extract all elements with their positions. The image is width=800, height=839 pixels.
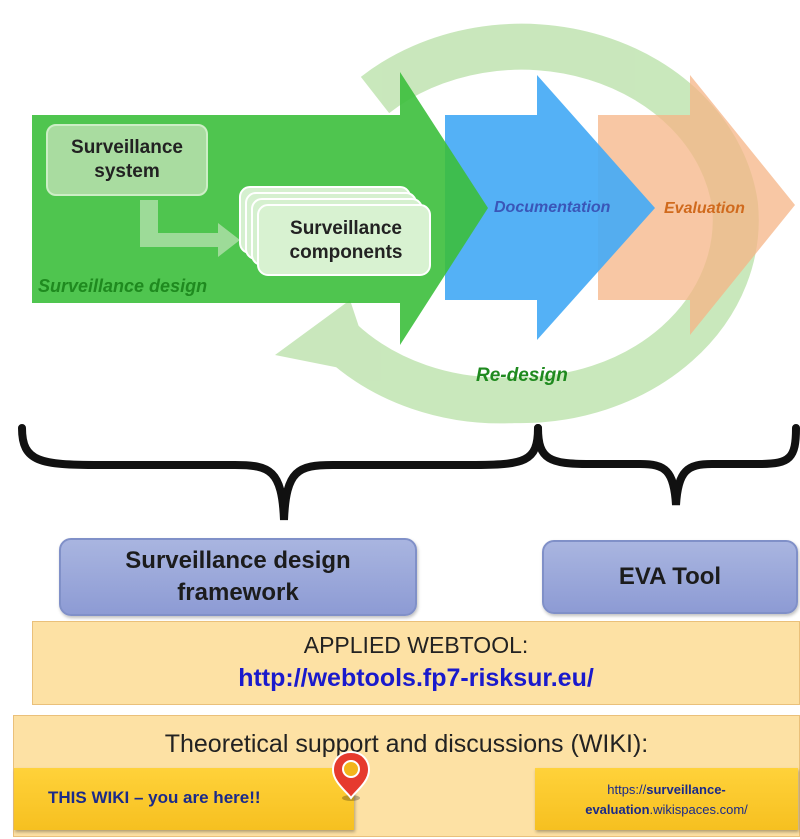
redesign-label: Re-design xyxy=(476,365,568,386)
surveillance-system-label: Surveillance system xyxy=(71,137,183,182)
webtool-title: APPLIED WEBTOOL: xyxy=(303,632,529,658)
location-pin-icon xyxy=(331,750,371,801)
documentation-arrow xyxy=(445,75,655,340)
evaluation-label: Evaluation xyxy=(664,200,745,217)
eva-tool-box: EVA Tool xyxy=(542,540,798,614)
components-stack xyxy=(239,186,431,276)
surveillance-system-box: Surveillance system xyxy=(46,124,208,196)
framework-label: Surveillance design framework xyxy=(125,546,351,606)
wiki-title: Theoretical support and discussions (WIK… xyxy=(164,730,649,758)
curly-braces xyxy=(18,424,800,521)
left-brace xyxy=(18,424,542,521)
eva-tool-label: EVA Tool xyxy=(618,562,722,590)
surveillance-components-box: Surveillance components xyxy=(262,208,430,274)
documentation-label: Documentation xyxy=(494,199,611,216)
wiki-url-suffix: .wikispaces.com/ xyxy=(649,801,748,817)
wiki-url-link[interactable]: https://surveillance- evaluation.wikispa… xyxy=(535,780,798,819)
wiki-url-bold-1: surveillance- xyxy=(646,782,726,797)
wiki-url-bold-2: evaluation xyxy=(585,801,650,817)
wiki-url-prefix: https:// xyxy=(607,782,647,797)
wiki-url-tab[interactable]: https://surveillance- evaluation.wikispa… xyxy=(535,768,798,830)
surveillance-components-label: Surveillance components xyxy=(289,218,403,263)
framework-box: Surveillance design framework xyxy=(59,538,417,616)
webtool-box: APPLIED WEBTOOL: http://webtools.fp7-ris… xyxy=(32,621,800,705)
evaluation-arrow xyxy=(598,75,795,335)
connector-arrow xyxy=(140,200,240,257)
surveillance-design-label: Surveillance design xyxy=(38,276,208,296)
webtool-url-link[interactable]: http://webtools.fp7-risksur.eu/ xyxy=(238,664,594,692)
this-wiki-label: THIS WIKI – you are here!! xyxy=(48,788,261,807)
right-brace xyxy=(534,424,800,506)
this-wiki-tab[interactable]: THIS WIKI – you are here!! xyxy=(14,768,354,830)
